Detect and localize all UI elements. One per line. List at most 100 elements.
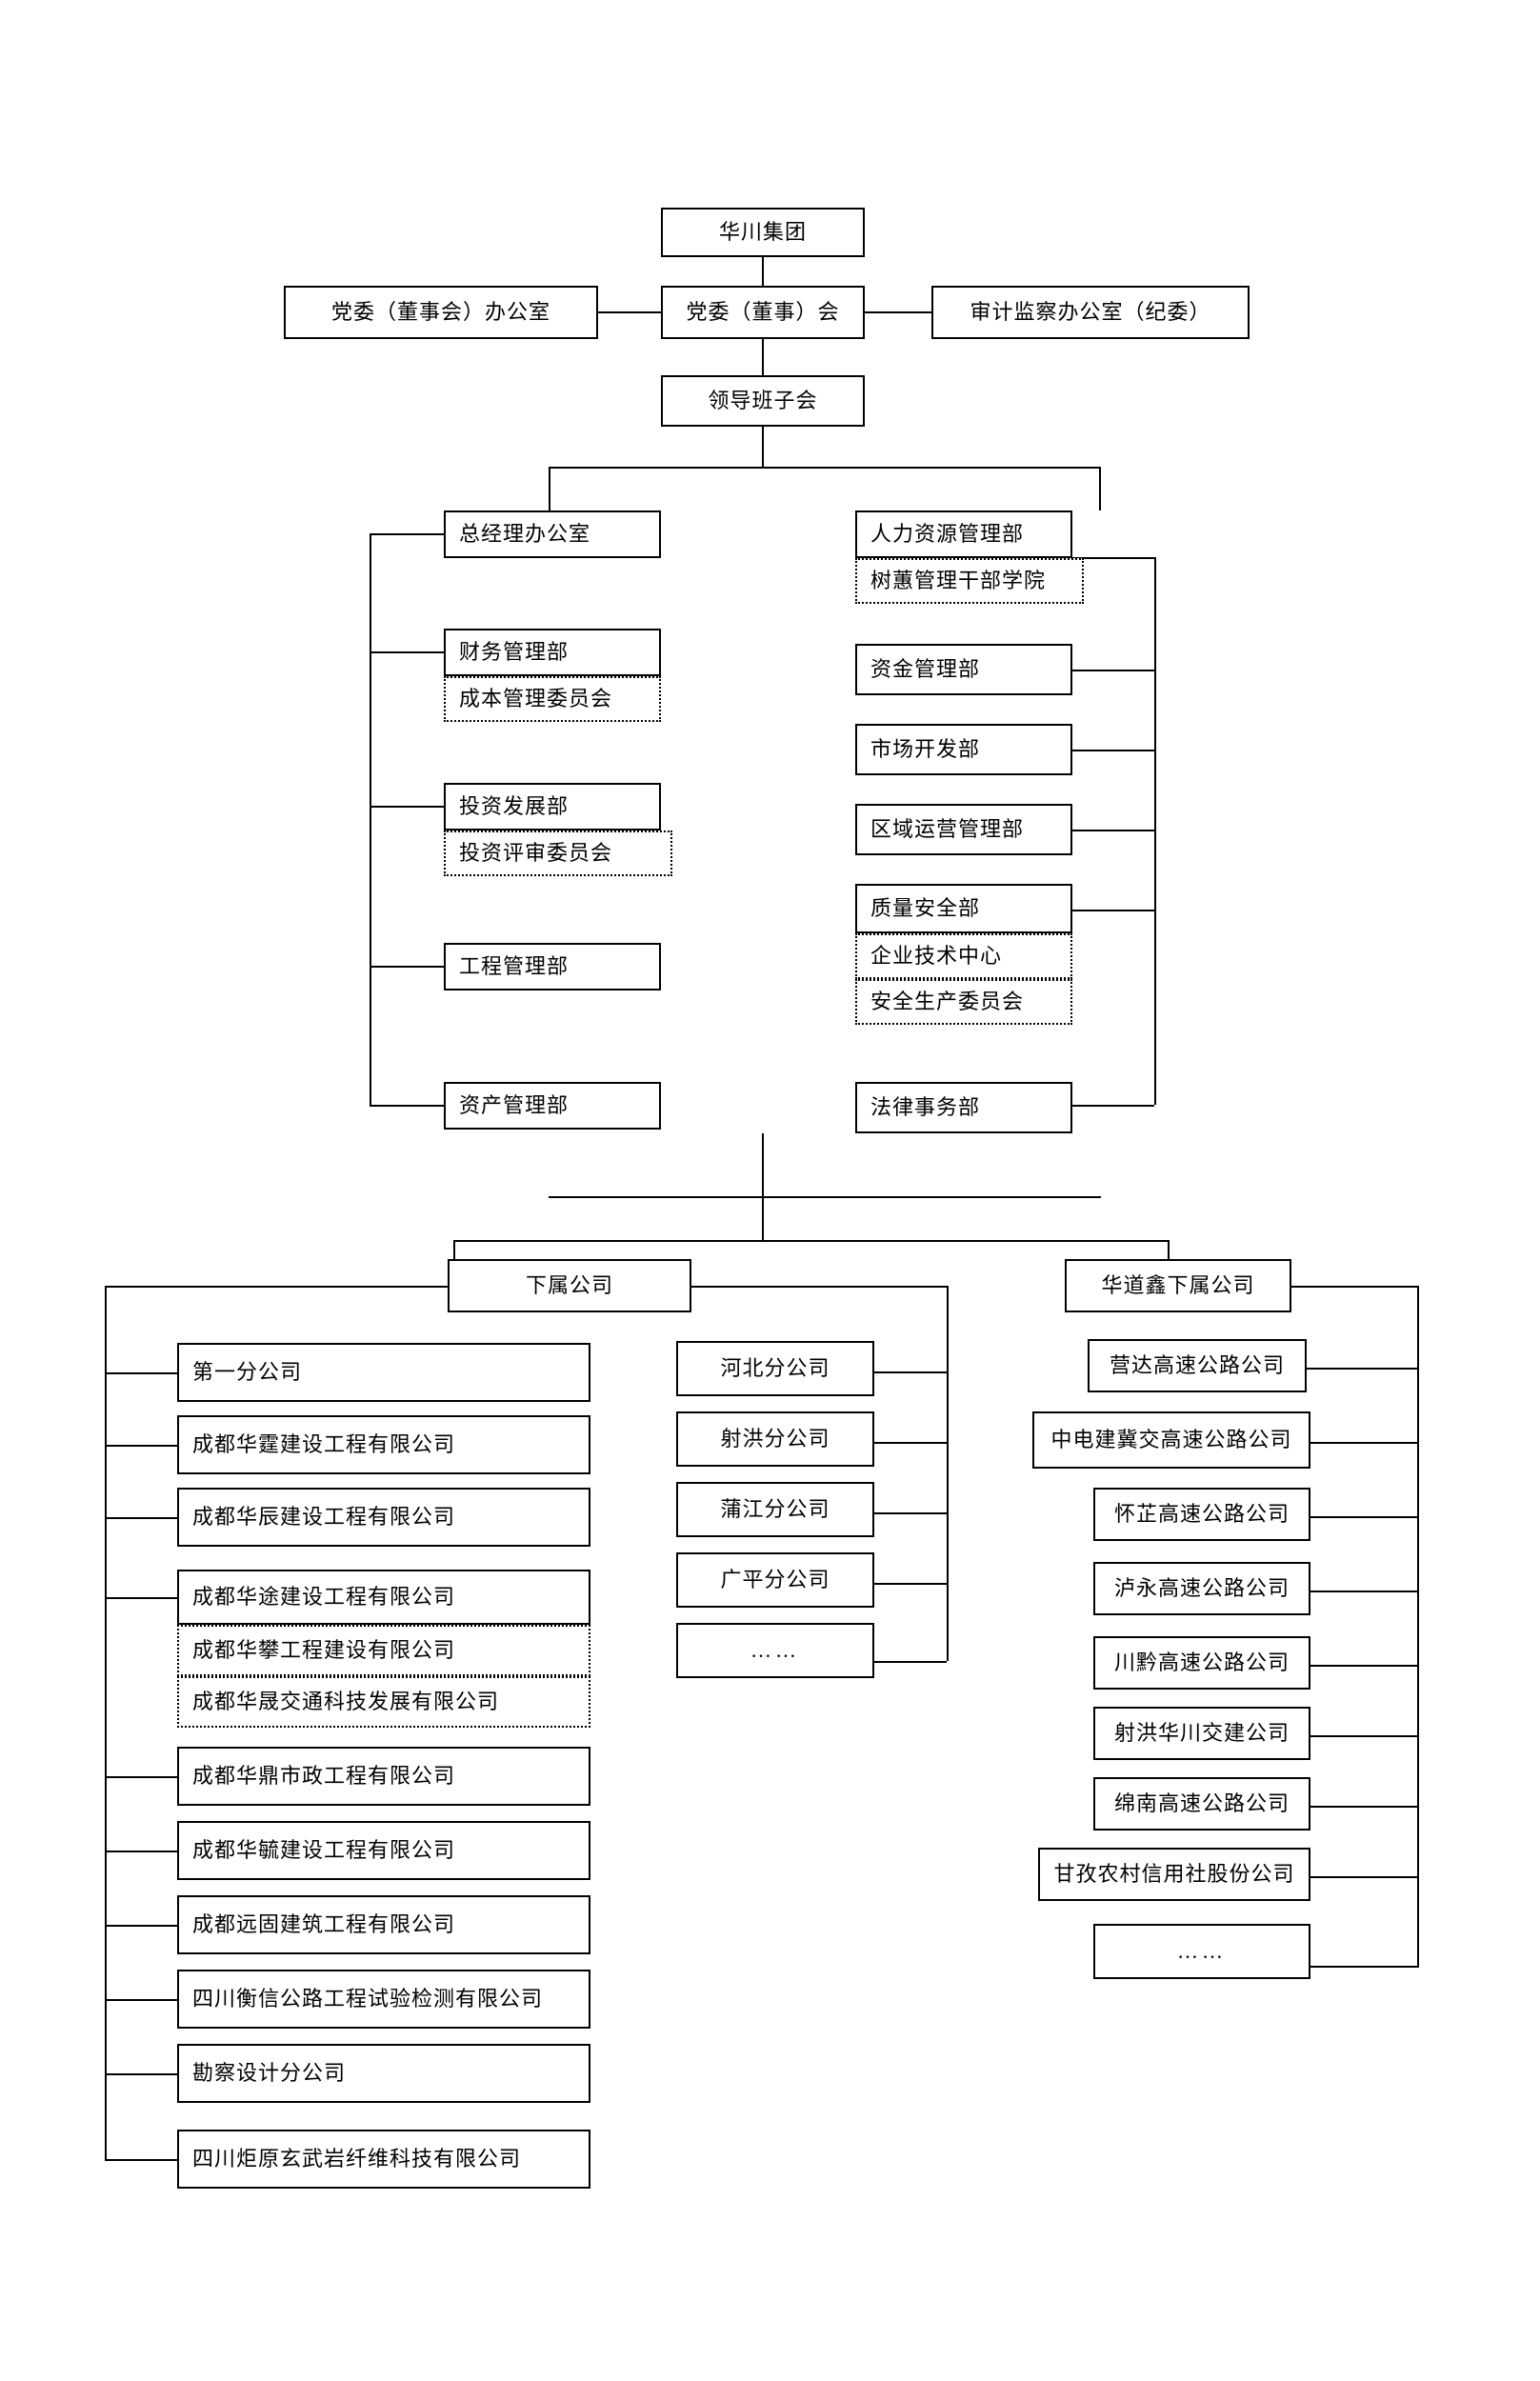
connector-header-to-rail-b (691, 1286, 949, 1288)
subsidiary-item-c-2[interactable]: 中电建冀交高速公路公司 (1032, 1411, 1310, 1469)
connector-quality-safety-to-rail (1072, 910, 1154, 911)
node-dept-asset-management[interactable]: 资产管理部 (444, 1082, 661, 1130)
connector-committee-to-audit (865, 311, 931, 313)
node-dept-market-development[interactable]: 市场开发部 (855, 724, 1072, 775)
node-sub-investment-review-committee[interactable]: 投资评审委员会 (444, 830, 672, 876)
connector-header-to-rail-a (105, 1286, 448, 1288)
connector-rail-to-general-manager-office (370, 533, 444, 535)
subsidiary-item-a-5[interactable]: 成都华攀工程建设有限公司 (177, 1625, 590, 1676)
connector-regional-operations-to-rail (1072, 830, 1154, 831)
subsidiary-item-a-6[interactable]: 成都华晟交通科技发展有限公司 (177, 1676, 590, 1728)
node-audit-office[interactable]: 审计监察办公室（纪委） (931, 286, 1250, 339)
subsidiary-item-b-1[interactable]: 河北分公司 (676, 1341, 874, 1396)
rail-right-departments (1154, 557, 1156, 1105)
subsidiary-item-a-10[interactable]: 四川衡信公路工程试验检测有限公司 (177, 1970, 590, 2029)
connector-rail-a-item-11 (105, 2073, 177, 2075)
subsidiary-item-a-9[interactable]: 成都远固建筑工程有限公司 (177, 1895, 590, 1954)
node-dept-regional-operations[interactable]: 区域运营管理部 (855, 804, 1072, 855)
node-dept-engineering-management[interactable]: 工程管理部 (444, 943, 661, 990)
connector-fund-management-to-rail (1072, 670, 1154, 671)
connector-rail-c-item-more (1310, 1966, 1417, 1968)
rail-subsidiaries-col-c (1417, 1286, 1419, 1968)
subsidiary-item-c-more[interactable]: …… (1093, 1924, 1310, 1979)
connector-rail-to-investment-development (370, 806, 444, 808)
connector-rail-a-item-1 (105, 1372, 177, 1374)
subsidiary-item-a-11[interactable]: 勘察设计分公司 (177, 2044, 590, 2103)
connector-rail-c-item-6 (1310, 1735, 1417, 1737)
subsidiary-item-a-12[interactable]: 四川炬原玄武岩纤维科技有限公司 (177, 2130, 590, 2189)
subsidiary-item-a-2[interactable]: 成都华霆建设工程有限公司 (177, 1415, 590, 1474)
node-sub-safety-production-committee[interactable]: 安全生产委员会 (855, 979, 1072, 1025)
node-leadership-meeting[interactable]: 领导班子会 (661, 375, 865, 427)
subsidiary-item-c-1[interactable]: 营达高速公路公司 (1088, 1339, 1307, 1392)
connector-rail-to-engineering-management (370, 966, 444, 968)
connector-rail-b-item-more (874, 1661, 947, 1663)
subsidiary-item-c-6[interactable]: 射洪华川交建公司 (1093, 1707, 1310, 1760)
connector-leadership-trunk (762, 427, 764, 467)
connector-rail-c-item-3 (1310, 1516, 1417, 1518)
rail-left-departments (370, 533, 371, 1105)
node-group-root[interactable]: 华川集团 (661, 208, 865, 257)
connector-rail-a-item-9 (105, 1925, 177, 1927)
node-dept-investment-development[interactable]: 投资发展部 (444, 783, 661, 830)
subsidiary-item-c-4[interactable]: 泸永高速公路公司 (1093, 1562, 1310, 1615)
connector-rail-b-item-1 (874, 1371, 947, 1373)
connector-office-to-committee (598, 311, 661, 313)
connector-rail-to-finance (370, 651, 444, 653)
node-dept-quality-safety[interactable]: 质量安全部 (855, 884, 1072, 933)
node-dept-human-resources[interactable]: 人力资源管理部 (855, 510, 1072, 558)
subsidiary-item-b-4[interactable]: 广平分公司 (676, 1552, 874, 1608)
node-dept-general-manager-office[interactable]: 总经理办公室 (444, 510, 661, 558)
subsidiary-item-c-7[interactable]: 绵南高速公路公司 (1093, 1777, 1310, 1831)
node-subsidiaries-header[interactable]: 下属公司 (448, 1259, 691, 1312)
connector-rail-to-asset-management (370, 1105, 444, 1107)
node-dept-fund-management[interactable]: 资金管理部 (855, 644, 1072, 695)
subsidiary-item-b-more[interactable]: …… (676, 1623, 874, 1678)
connector-rail-c-item-5 (1310, 1665, 1417, 1667)
connector-rail-a-item-10 (105, 1999, 177, 2001)
connector-rail-a-item-2 (105, 1445, 177, 1447)
subsidiary-item-a-1[interactable]: 第一分公司 (177, 1343, 590, 1402)
rail-subsidiaries-col-b (947, 1286, 949, 1661)
subsidiary-item-a-7[interactable]: 成都华鼎市政工程有限公司 (177, 1747, 590, 1806)
subsidiary-item-c-3[interactable]: 怀芷高速公路公司 (1093, 1488, 1310, 1541)
connector-rail-c-item-7 (1310, 1806, 1417, 1808)
connector-rail-a-item-4 (105, 1597, 177, 1599)
connector-split-to-left-dept (549, 467, 550, 510)
connector-rail-a-item-8 (105, 1851, 177, 1852)
connector-departments-bottom-left-stub (762, 1133, 764, 1196)
subsidiary-item-a-3[interactable]: 成都华辰建设工程有限公司 (177, 1488, 590, 1547)
subsidiary-item-c-8[interactable]: 甘孜农村信用社股份公司 (1038, 1848, 1310, 1901)
subsidiary-item-a-4[interactable]: 成都华途建设工程有限公司 (177, 1570, 590, 1625)
connector-rail-b-item-3 (874, 1512, 947, 1514)
subsidiary-item-a-8[interactable]: 成都华毓建设工程有限公司 (177, 1821, 590, 1880)
connector-rail-c-item-2 (1310, 1442, 1417, 1444)
connector-legal-affairs-to-rail (1072, 1105, 1154, 1107)
connector-subsidiary-split-bar (453, 1240, 1168, 1242)
subsidiary-item-b-2[interactable]: 射洪分公司 (676, 1411, 874, 1467)
connector-rail-c-item-4 (1310, 1591, 1417, 1592)
connector-rail-a-item-7 (105, 1776, 177, 1778)
node-dept-legal-affairs[interactable]: 法律事务部 (855, 1082, 1072, 1133)
connector-rail-b-item-2 (874, 1442, 947, 1444)
connector-committee-to-leadership (762, 339, 764, 375)
connector-hr-to-rail (1072, 557, 1154, 559)
node-sub-cost-management-committee[interactable]: 成本管理委员会 (444, 676, 661, 722)
connector-subsidiary-trunk (762, 1196, 764, 1240)
connector-rail-a-item-3 (105, 1517, 177, 1519)
connector-department-split-bar (549, 467, 1101, 469)
subsidiary-item-c-5[interactable]: 川黔高速公路公司 (1093, 1636, 1310, 1690)
subsidiary-item-b-3[interactable]: 蒲江分公司 (676, 1482, 874, 1537)
node-party-office[interactable]: 党委（董事会）办公室 (284, 286, 598, 339)
node-sub-shuhui-cadre-college[interactable]: 树蕙管理干部学院 (855, 558, 1084, 604)
connector-header-to-rail-c (1291, 1286, 1419, 1288)
node-sub-enterprise-technology-center[interactable]: 企业技术中心 (855, 933, 1072, 979)
node-party-committee[interactable]: 党委（董事）会 (661, 286, 865, 339)
connector-market-development-to-rail (1072, 750, 1154, 751)
connector-subsidiary-merge-bar (549, 1196, 1101, 1198)
rail-subsidiaries-col-a (105, 1286, 107, 2160)
connector-rail-c-item-8 (1310, 1876, 1417, 1878)
connector-rail-b-item-4 (874, 1583, 947, 1585)
node-dept-finance[interactable]: 财务管理部 (444, 629, 661, 676)
node-huadaoxin-subsidiaries-header[interactable]: 华道鑫下属公司 (1065, 1259, 1291, 1312)
